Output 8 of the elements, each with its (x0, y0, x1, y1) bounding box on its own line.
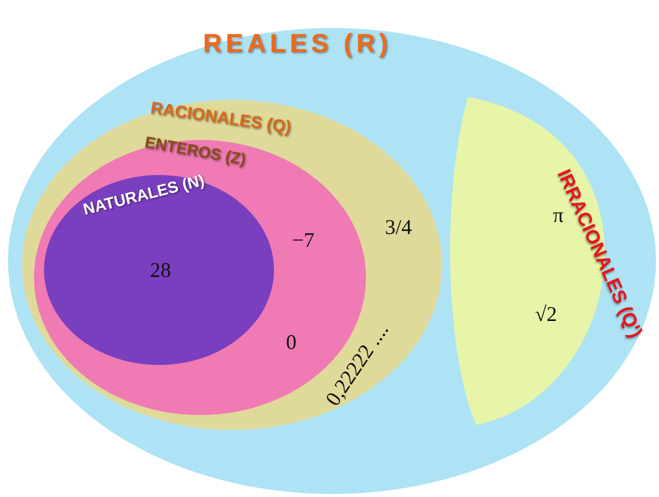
set-name: RACIONALES (Q) (149, 98, 292, 137)
number-example: 3/4 (385, 215, 412, 240)
set-name: ENTEROS (Z) (143, 134, 247, 170)
set-name: REALES (R) (203, 28, 392, 59)
number-example: 28 (150, 258, 171, 283)
number-example: √2 (535, 302, 558, 327)
number-example: 0 (286, 330, 296, 355)
number-example: −7 (292, 228, 314, 253)
